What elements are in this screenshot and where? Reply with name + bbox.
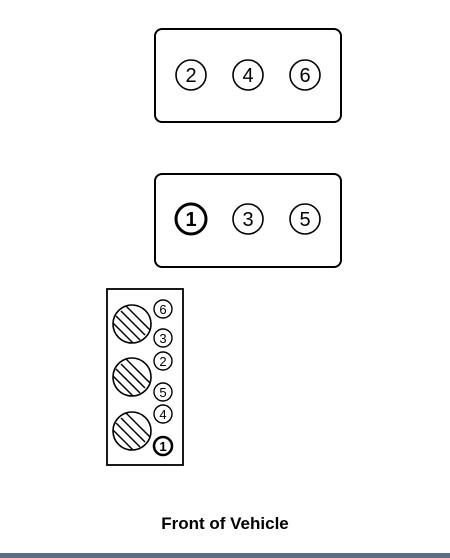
cylinder-4-circle (232, 59, 264, 91)
coil-terminal-5-label: 5 (159, 385, 166, 400)
coil-terminal-1: 1 (152, 435, 174, 457)
cylinder-6-label: 6 (299, 65, 310, 87)
coil-hatch-line (115, 315, 141, 341)
coil-hatch-line (120, 417, 146, 443)
bottom-divider (0, 553, 450, 558)
coil-terminal-3-label: 3 (159, 331, 166, 346)
coil-terminal-6-circle (153, 299, 173, 319)
coil-terminal-4-circle (153, 404, 173, 424)
coil-hatch-line (125, 358, 151, 384)
cylinder-4: 4 (232, 59, 264, 91)
coil-4-1: 4 1 (112, 404, 174, 457)
coil-terminal-1-circle (152, 435, 174, 457)
coil-hatch-line (115, 368, 141, 394)
front-of-vehicle-caption: Front of Vehicle (161, 514, 289, 533)
coil-terminal-6-label: 6 (159, 302, 166, 317)
cylinder-4-label: 4 (242, 65, 253, 87)
coil-pack: 6 3 2 5 (106, 288, 184, 466)
coil-terminal-5: 5 (153, 382, 173, 402)
cylinder-3-label: 3 (242, 209, 253, 231)
cylinder-1-label: 1 (185, 209, 196, 231)
cylinder-bank-rear: 2 4 6 (154, 28, 342, 123)
cylinder-3-circle (232, 203, 264, 235)
coil-terminal-3-circle (153, 328, 173, 348)
coil-hatch-line (120, 363, 146, 389)
coil-terminal-3: 3 (153, 328, 173, 348)
coil-terminal-4-label: 4 (159, 407, 166, 422)
coil-terminal-2-circle (153, 351, 173, 371)
coil-terminal-4: 4 (153, 404, 173, 424)
coil-hatch-line (115, 422, 141, 448)
cylinder-2-circle (175, 59, 207, 91)
cylinder-2-label: 2 (185, 65, 196, 87)
coil-hatch-line (125, 412, 151, 438)
coil-terminal-5-circle (153, 382, 173, 402)
coil-2-5-tower (112, 357, 152, 397)
coil-hatch-line (112, 375, 134, 397)
cylinder-1: 1 (174, 202, 208, 236)
coil-4-1-tower (112, 411, 152, 451)
cylinder-5-circle (289, 203, 321, 235)
coil-2-5: 2 5 (112, 351, 173, 402)
coil-terminal-2: 2 (153, 351, 173, 371)
coil-hatch-line (125, 305, 151, 331)
coil-6-3: 6 3 (112, 299, 173, 348)
coil-hatch-line (120, 310, 146, 336)
coil-terminal-6: 6 (153, 299, 173, 319)
cylinder-6-circle (289, 59, 321, 91)
cylinder-2: 2 (175, 59, 207, 91)
cylinder-1-circle (174, 202, 208, 236)
coil-hatch-line (112, 429, 134, 451)
coil-6-3-tower (112, 304, 152, 344)
cylinder-bank-front: 1 3 5 (154, 173, 342, 268)
cylinder-5: 5 (289, 203, 321, 235)
cylinder-6: 6 (289, 59, 321, 91)
coil-hatch-line (112, 322, 134, 344)
cylinder-5-label: 5 (299, 209, 310, 231)
coil-terminal-2-label: 2 (159, 354, 166, 369)
coil-terminal-1-label: 1 (159, 439, 166, 454)
cylinder-3: 3 (232, 203, 264, 235)
